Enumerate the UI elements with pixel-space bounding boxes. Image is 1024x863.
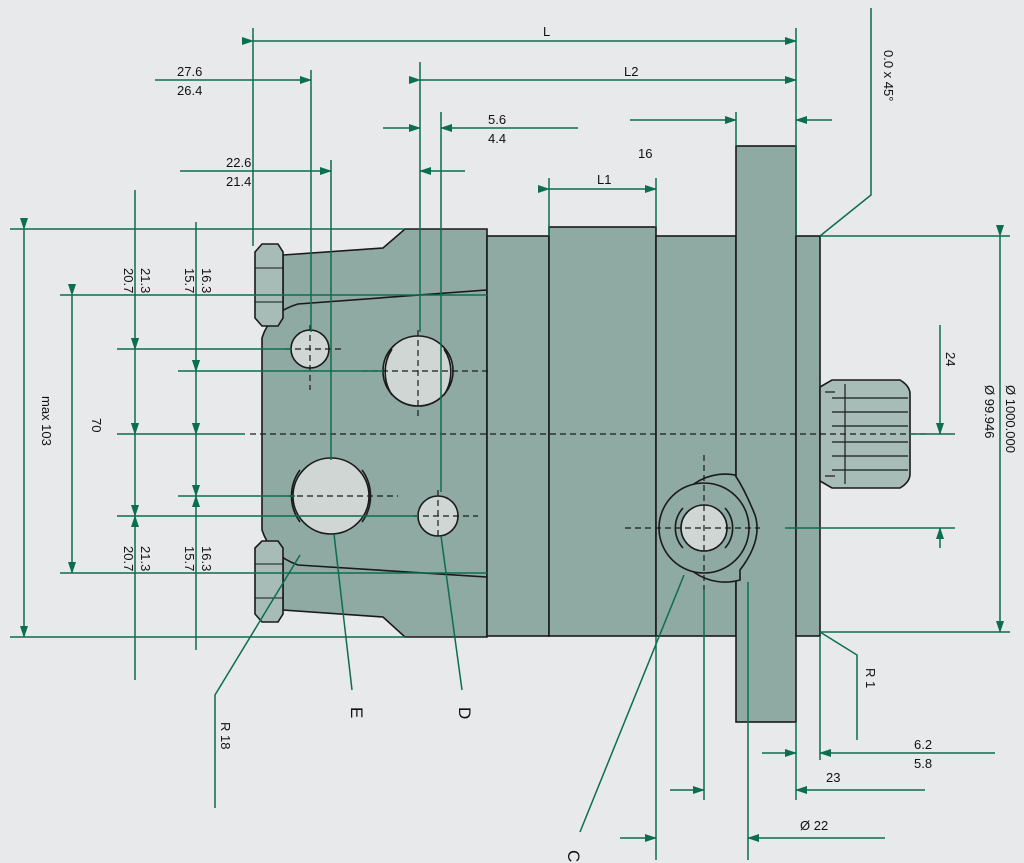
label-dia-99946: Ø 99.946 xyxy=(982,385,997,439)
bolt-detail xyxy=(255,267,283,599)
label-5-6: 5.6 xyxy=(488,112,506,127)
label-r1: R 1 xyxy=(863,668,878,688)
bolt-head-bottom xyxy=(254,540,284,623)
label-20-7-bot: 20.7 xyxy=(121,546,136,571)
label-chamfer: 0.0 x 45° xyxy=(881,50,896,101)
label-26-4: 26.4 xyxy=(177,83,202,98)
label-port-e: E xyxy=(347,707,366,718)
bolt-head-top xyxy=(254,243,284,327)
label-15-7-top: 15.7 xyxy=(182,268,197,293)
label-24: 24 xyxy=(943,352,958,366)
label-21-4: 21.4 xyxy=(226,174,251,189)
label-4-4: 4.4 xyxy=(488,131,506,146)
label-15-7-bot: 15.7 xyxy=(182,546,197,571)
label-6-2: 6.2 xyxy=(914,737,932,752)
label-22-6: 22.6 xyxy=(226,155,251,170)
gerotor-section xyxy=(486,235,550,637)
label-21-3-top: 21.3 xyxy=(138,268,153,293)
dimension-lines xyxy=(10,8,1010,860)
label-port-c: C xyxy=(564,850,583,862)
label-23: 23 xyxy=(826,770,840,785)
label-21-3-bot: 21.3 xyxy=(138,546,153,571)
label-16-3-top: 16.3 xyxy=(199,268,214,293)
label-L: L xyxy=(543,24,550,39)
label-r18: R 18 xyxy=(218,722,233,749)
label-dia-1000: Ø 1000.000 xyxy=(1003,385,1018,453)
label-L2: L2 xyxy=(624,64,638,79)
shaft-splines xyxy=(825,384,908,484)
label-70: 70 xyxy=(89,418,104,432)
label-16: 16 xyxy=(638,146,652,161)
label-max-103: max 103 xyxy=(39,396,54,446)
label-L1: L1 xyxy=(597,172,611,187)
label-5-8: 5.8 xyxy=(914,756,932,771)
label-dia-22: Ø 22 xyxy=(800,818,828,833)
label-16-3-bot: 16.3 xyxy=(199,546,214,571)
pilot-section xyxy=(795,235,821,637)
label-20-7-top: 20.7 xyxy=(121,268,136,293)
label-port-d: D xyxy=(455,707,474,719)
center-lines xyxy=(250,325,930,590)
center-section xyxy=(548,226,657,637)
dimension-labels: L L2 27.6 26.4 5.6 4.4 16 22.6 21.4 L1 0… xyxy=(39,24,1018,862)
label-27-6: 27.6 xyxy=(177,64,202,79)
